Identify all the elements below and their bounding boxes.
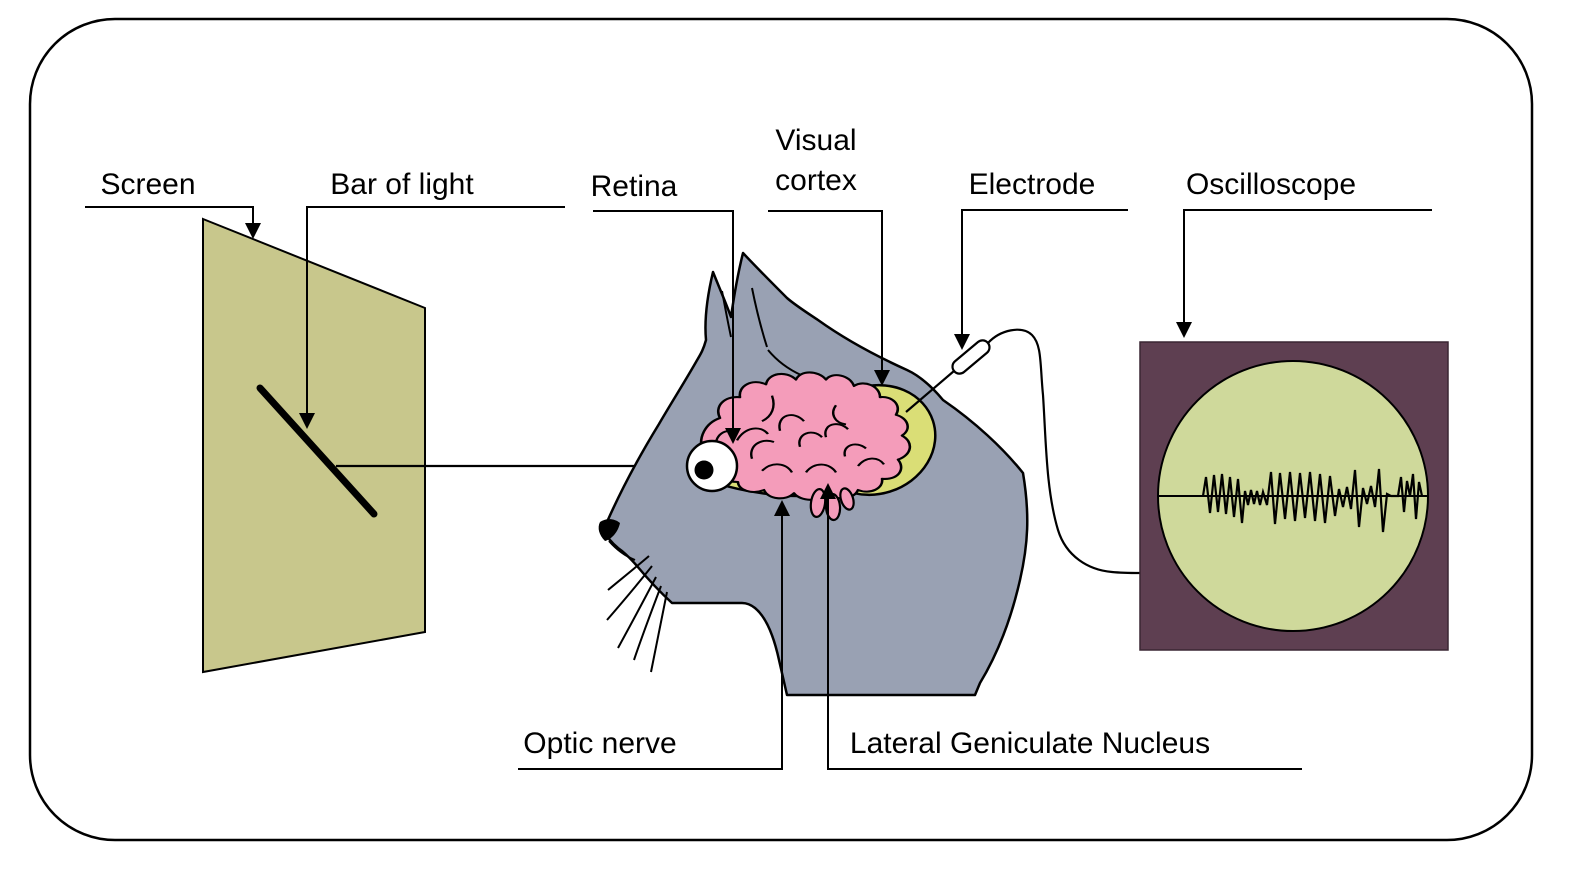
label-visual-cortex-line1: Visual <box>775 124 856 157</box>
electrode-needle <box>905 370 955 413</box>
label-optic-nerve: Optic nerve <box>523 727 676 760</box>
label-connectors <box>85 206 1432 770</box>
pupil <box>694 460 714 480</box>
brain-outline <box>699 371 912 501</box>
brain <box>699 371 912 501</box>
left-ear-inner-line <box>721 290 732 338</box>
lgn-pointer <box>820 483 1302 770</box>
optic-nerve-pointer <box>518 500 790 770</box>
electrode-pointer <box>954 209 1128 350</box>
label-electrode: Electrode <box>969 168 1096 201</box>
electrode-body <box>951 339 991 375</box>
waveform-trace <box>1201 468 1424 533</box>
oscilloscope-pointer <box>1176 209 1432 338</box>
label-lateral-geniculate-nucleus: Lateral Geniculate Nucleus <box>850 727 1210 760</box>
bar-of-light-pointer <box>299 206 565 429</box>
projection-screen <box>202 217 697 674</box>
labels: Screen Bar of light Retina Visual cortex… <box>100 124 1356 760</box>
cat-eye <box>685 439 739 493</box>
oscilloscope <box>1139 341 1449 651</box>
visual-cortex-pointer <box>768 210 890 386</box>
bar-of-light-shape <box>256 384 378 518</box>
cat-nose <box>598 519 620 541</box>
cat-mouth-line <box>608 540 636 561</box>
right-ear-inner-line <box>751 287 768 348</box>
diagram-border <box>28 17 1534 842</box>
screen-pointer <box>85 206 261 239</box>
label-retina: Retina <box>591 170 678 203</box>
whiskers <box>606 555 668 673</box>
retina-pointer <box>593 210 741 444</box>
label-oscilloscope: Oscilloscope <box>1186 168 1356 201</box>
label-bar-of-light: Bar of light <box>330 168 474 201</box>
electrode-wire <box>987 328 1141 575</box>
label-visual-cortex-line2: cortex <box>775 164 857 197</box>
label-screen: Screen <box>100 168 195 201</box>
brain-gyri <box>714 395 886 473</box>
ear-base-line <box>767 349 802 376</box>
electrode <box>905 328 1141 575</box>
